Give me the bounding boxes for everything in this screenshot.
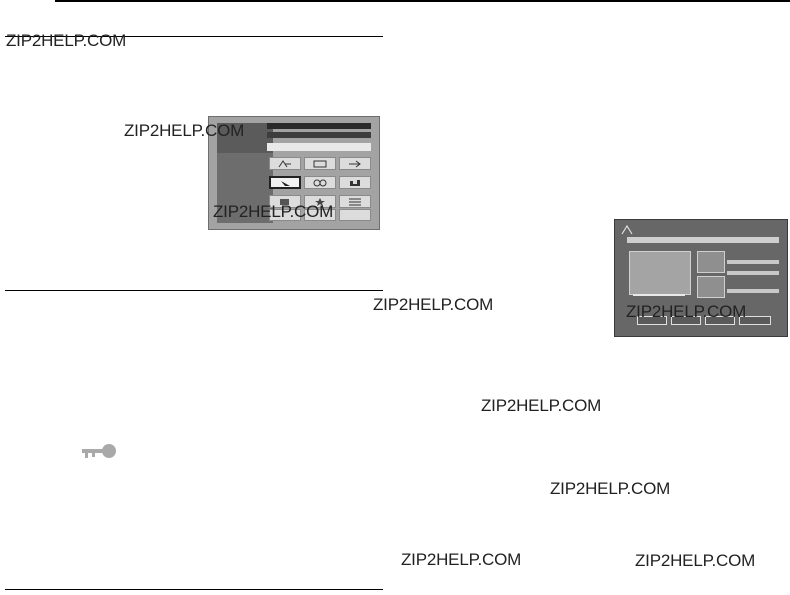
grid-cell-9[interactable] xyxy=(339,195,371,208)
menu-icon-grid xyxy=(269,157,371,223)
watermark: ZIP2HELP.COM xyxy=(401,550,522,569)
watermark: ZIP2HELP.COM xyxy=(481,396,602,415)
split-icon xyxy=(349,198,361,206)
film-icon xyxy=(313,160,327,168)
grid-cell-3[interactable] xyxy=(339,157,371,170)
dialog-strip-1 xyxy=(727,260,779,264)
watermark: ZIP2HELP.COM xyxy=(213,202,334,221)
grid-cell-2[interactable] xyxy=(304,157,336,170)
menu-title-bar xyxy=(267,123,371,129)
dialog-title-bar xyxy=(627,237,779,243)
dialog-button-3[interactable] xyxy=(705,316,735,325)
dialog-info-box-1 xyxy=(697,251,725,273)
section-rule-1 xyxy=(5,36,383,37)
watermark: ZIP2HELP.COM xyxy=(6,31,127,50)
clip-icon xyxy=(278,160,291,168)
menu-selected-bar xyxy=(267,143,371,151)
grid-cell-12[interactable] xyxy=(339,209,371,221)
grid-cell-11[interactable] xyxy=(304,209,336,221)
grid-menu-screenshot xyxy=(208,116,380,230)
grid-cell-1[interactable] xyxy=(269,157,301,170)
cursor-icon xyxy=(281,181,290,186)
key-icon xyxy=(82,444,116,458)
dialog-preview xyxy=(629,251,691,295)
section-rule-3 xyxy=(5,589,383,590)
disc-icon xyxy=(280,199,289,205)
star-icon xyxy=(315,198,325,206)
dub-icon xyxy=(313,179,327,187)
dialog-button-1[interactable] xyxy=(637,316,667,325)
grid-cell-6[interactable] xyxy=(339,176,371,189)
grid-cell-10[interactable] xyxy=(269,209,301,221)
arrow-icon xyxy=(349,160,361,168)
hand-icon xyxy=(350,180,360,186)
dialog-progress xyxy=(633,294,685,296)
grid-cell-5[interactable] xyxy=(304,176,336,189)
menu-side-panel xyxy=(217,123,273,223)
dialog-info-box-2 xyxy=(697,276,725,298)
section-rule-2 xyxy=(5,290,383,291)
watermark: ZIP2HELP.COM xyxy=(550,479,671,498)
watermark: ZIP2HELP.COM xyxy=(373,295,494,314)
grid-cell-8[interactable] xyxy=(304,195,336,208)
dialog-title-icon xyxy=(621,225,633,235)
menu-sub-bar xyxy=(267,132,371,138)
watermark: ZIP2HELP.COM xyxy=(626,302,747,321)
dialog-button-2[interactable] xyxy=(671,316,701,325)
watermark: ZIP2HELP.COM xyxy=(124,121,245,140)
dialog-button-4[interactable] xyxy=(739,316,771,325)
grid-cell-7[interactable] xyxy=(269,195,301,208)
dialog-strip-3 xyxy=(727,289,779,293)
grid-cell-4[interactable] xyxy=(269,176,301,189)
dialog-strip-2 xyxy=(727,271,779,275)
watermark: ZIP2HELP.COM xyxy=(635,551,756,570)
top-rule xyxy=(55,0,790,2)
dialog-screenshot xyxy=(614,219,788,337)
